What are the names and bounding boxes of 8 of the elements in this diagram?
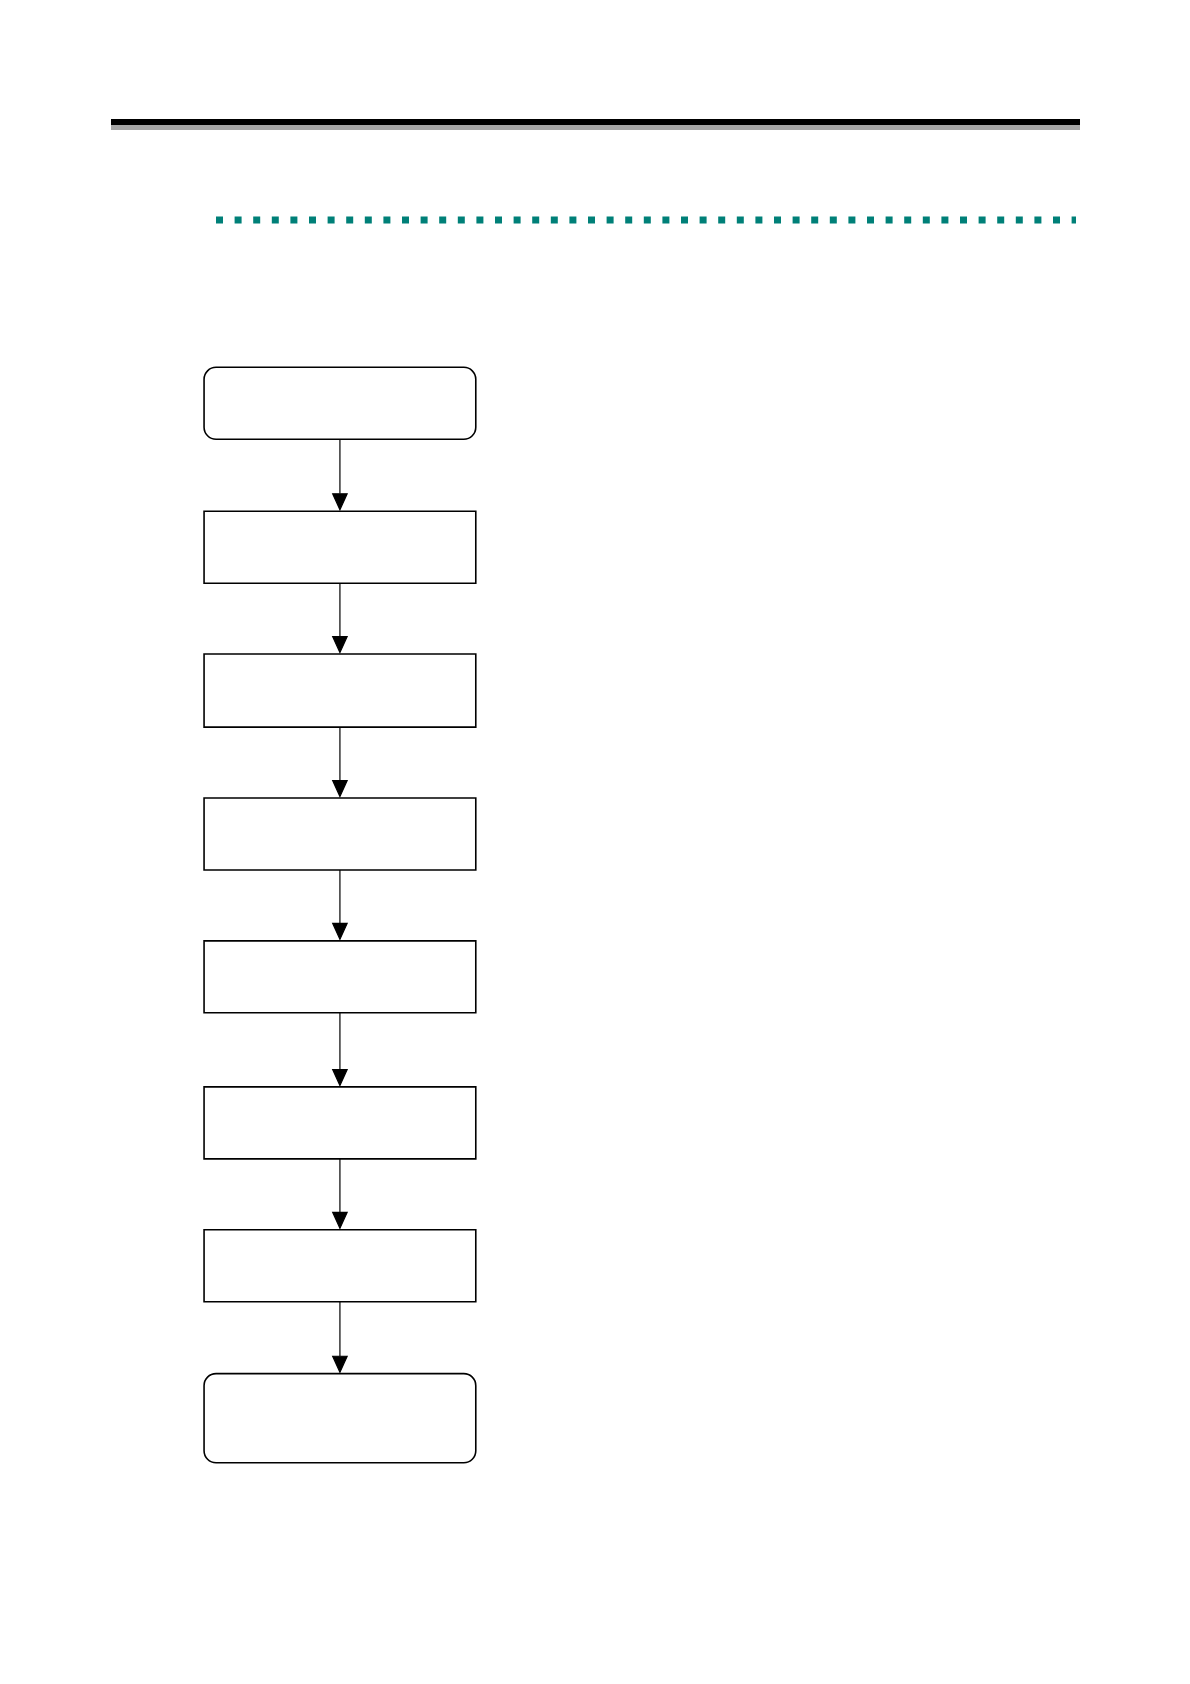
terminal-box: [203, 1372, 477, 1464]
process-box: [203, 1086, 477, 1160]
process-box: [203, 1228, 477, 1303]
terminal-box: [203, 366, 477, 441]
process-box: [203, 940, 477, 1014]
process-box: [203, 797, 477, 871]
process-box: [203, 510, 477, 584]
process-box: [203, 653, 477, 728]
